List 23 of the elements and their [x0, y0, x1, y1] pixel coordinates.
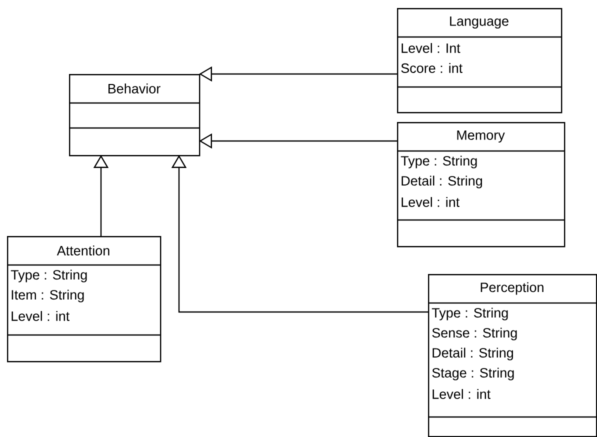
attribute-text: Level : int: [402, 197, 460, 207]
attribute-text: Level : int: [12, 311, 70, 321]
class-box: [69, 74, 200, 156]
class-name: Attention: [56, 246, 110, 256]
attribute-text: Detail : String: [432, 348, 513, 360]
attribute-text: Stage : String: [432, 368, 514, 380]
class-box: [7, 236, 162, 362]
attribute-text: Item : String: [12, 290, 84, 302]
class-box: [428, 274, 597, 437]
class-name: Memory: [457, 130, 505, 143]
class-name: Language: [450, 16, 508, 29]
class-box: [397, 8, 562, 114]
attribute-text: Level : int: [432, 389, 491, 399]
class-name: Perception: [480, 282, 544, 295]
attribute-text: Type : String: [400, 156, 477, 168]
attribute-text: Level : Int: [402, 43, 460, 53]
attribute-text: Score : int: [401, 63, 463, 73]
attribute-text: Type : String: [10, 270, 87, 282]
class-box: [397, 122, 566, 248]
attribute-text: Type : String: [432, 308, 508, 320]
class-name: Behavior: [108, 84, 160, 94]
attribute-text: Detail : String: [402, 176, 482, 188]
attribute-text: Sense : String: [432, 328, 517, 340]
